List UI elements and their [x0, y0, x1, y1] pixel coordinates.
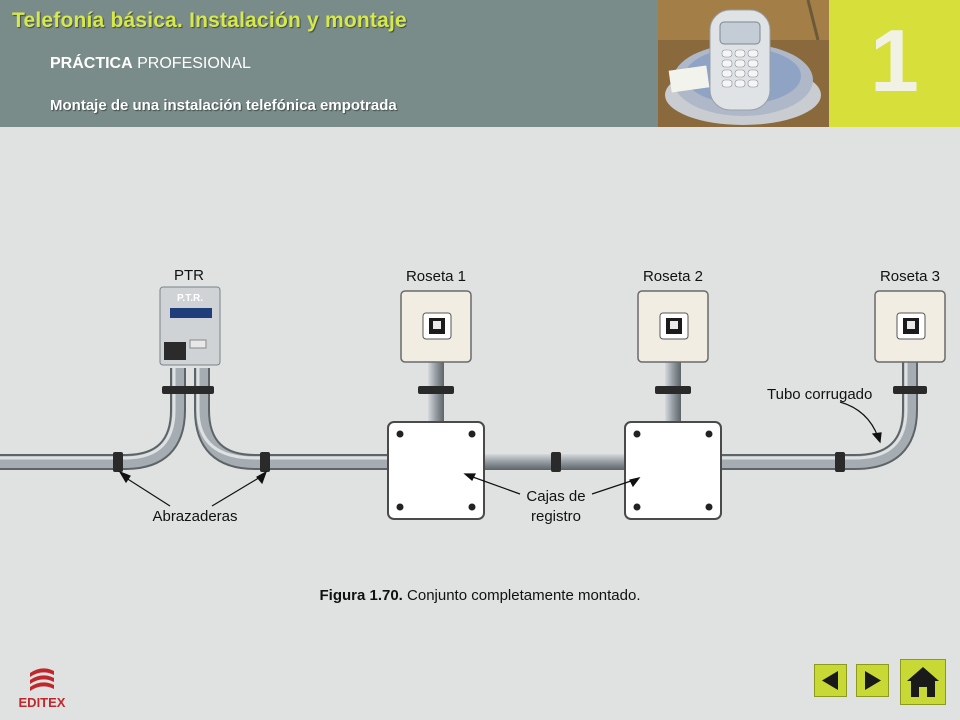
home-icon [907, 667, 939, 697]
practice-subtitle-rest: PROFESIONAL [132, 55, 251, 72]
junction-box-2 [624, 421, 722, 520]
header-bar: Telefonía básica. Instalación y montaje … [0, 0, 658, 127]
roseta-1 [400, 290, 472, 363]
ptr-box: P.T.R. [159, 286, 221, 366]
cajas-label-line2: registro [531, 508, 581, 525]
home-button[interactable] [900, 659, 946, 705]
clamp [655, 386, 691, 394]
ptr-plate-label: P.T.R. [177, 293, 203, 304]
previous-button[interactable] [814, 664, 847, 697]
leader-lines [118, 401, 882, 507]
arrow-right-icon [865, 671, 881, 690]
roseta-2-label: Roseta 2 [643, 268, 703, 285]
junction-box-1 [387, 421, 485, 520]
pipe-ptr-to-box1 [194, 368, 390, 470]
roseta-1-label: Roseta 1 [406, 268, 466, 285]
roseta-3 [874, 290, 946, 363]
phone-photo [658, 0, 829, 127]
clamp [113, 452, 123, 472]
arrow-left-icon [822, 671, 838, 690]
clamp [835, 452, 845, 472]
next-button[interactable] [856, 664, 889, 697]
editex-logo-text: EDITEX [19, 695, 66, 710]
clamp [551, 452, 561, 472]
clamp [893, 386, 927, 394]
ptr-label: PTR [174, 267, 204, 284]
chapter-number: 1 [870, 11, 919, 110]
chapter-number-box: 1 [829, 0, 960, 127]
figure-caption-text: Conjunto completamente montado. [402, 587, 641, 604]
practice-subtitle-bold: PRÁCTICA [50, 55, 133, 72]
figure-caption: Figura 1.70. Conjunto completamente mont… [0, 587, 960, 604]
abrazaderas-label: Abrazaderas [152, 508, 237, 525]
pipe-left [0, 368, 186, 470]
clamps [113, 386, 927, 472]
clamp [162, 386, 214, 394]
tubo-label: Tubo corrugado [767, 386, 872, 403]
page-title: Telefonía básica. Instalación y montaje [12, 9, 407, 32]
roseta-3-label: Roseta 3 [880, 268, 940, 285]
practice-subtitle: PRÁCTICA PROFESIONAL [50, 55, 251, 73]
clamp [260, 452, 270, 472]
roseta-2 [637, 290, 709, 363]
figure-caption-number: Figura 1.70. [319, 587, 403, 604]
editex-logo-icon: EDITEX [19, 668, 66, 710]
clamp [418, 386, 454, 394]
section-title: Montaje de una instalación telefónica em… [50, 97, 397, 114]
installation-diagram: P.T.R. PTR Roseta 1 Roseta 2 Ro [0, 267, 946, 525]
cajas-label-line1: Cajas de [526, 488, 585, 505]
pipe-box2-to-roseta3 [720, 362, 918, 470]
